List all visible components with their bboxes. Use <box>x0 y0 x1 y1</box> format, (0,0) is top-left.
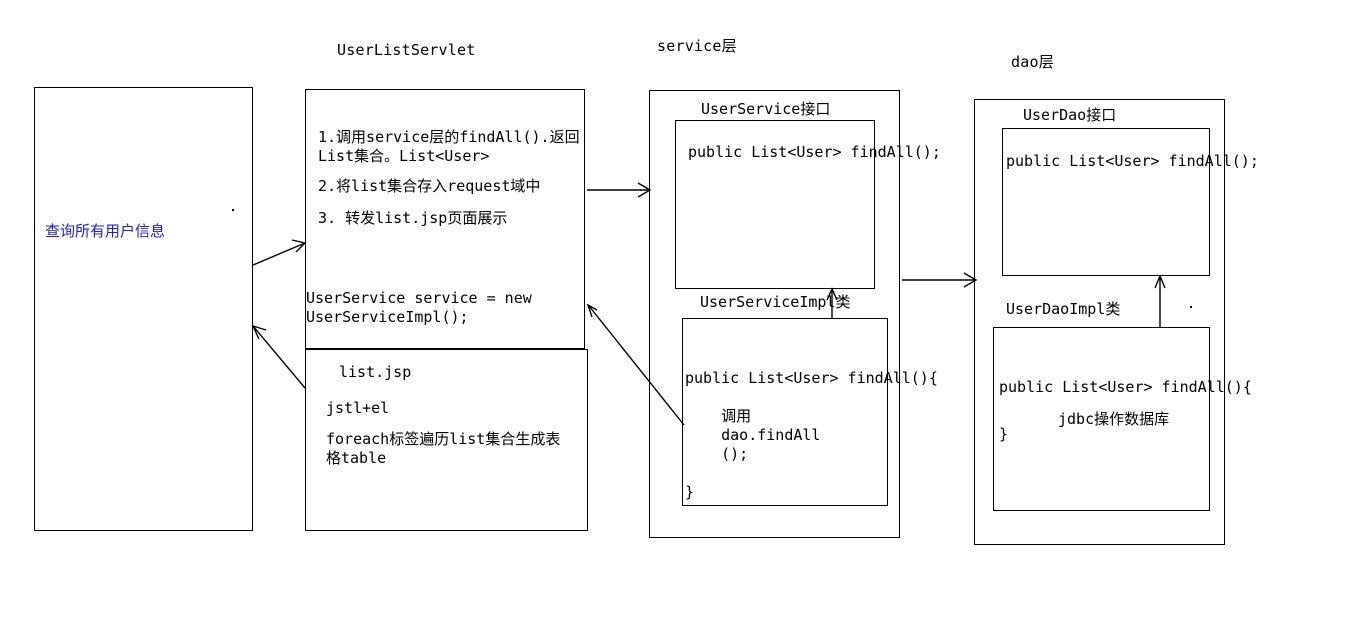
servlet-step-2: 2.将list集合存入request域中 <box>318 177 541 195</box>
service-interface-title: UserService接口 <box>701 100 831 118</box>
service-impl-title: UserServiceImpl类 <box>700 293 851 311</box>
stray-dot-dao <box>1190 306 1192 308</box>
dao-layer-title: dao层 <box>1011 53 1054 71</box>
browser-request-label: 查询所有用户信息 <box>45 222 166 240</box>
arrow-servlet-to-service <box>587 182 652 198</box>
jsp-box <box>305 349 588 531</box>
dao-impl-code-head: public List<User> findAll(){ <box>999 378 1252 396</box>
dao-interface-code: public List<User> findAll(); <box>1006 152 1259 170</box>
dao-interface-box <box>1002 128 1210 276</box>
jsp-tech: jstl+el <box>326 399 390 417</box>
stray-dot-browser <box>232 209 234 211</box>
browser-request-box <box>34 87 253 531</box>
service-interface-code: public List<User> findAll(); <box>688 143 941 161</box>
servlet-logic-box <box>305 89 585 349</box>
dao-impl-code-body: jdbc操作数据库 <box>1058 410 1170 428</box>
service-interface-box <box>675 120 875 289</box>
service-layer-title: service层 <box>657 37 737 55</box>
servlet-step-1: 1.调用service层的findAll().返回 List集合。List<Us… <box>318 128 580 165</box>
dao-impl-code-tail: } <box>999 425 1009 443</box>
arrow-service-to-dao <box>902 272 978 288</box>
service-impl-code: public List<User> findAll(){ 调用 dao.find… <box>685 369 938 501</box>
servlet-service-declaration: UserService service = new UserServiceImp… <box>306 289 532 326</box>
jsp-filename: list.jsp <box>339 363 412 381</box>
arrow-jsp-to-browser <box>251 324 306 389</box>
servlet-layer-title: UserListServlet <box>337 41 476 59</box>
dao-impl-box <box>993 327 1210 511</box>
servlet-step-3: 3. 转发list.jsp页面展示 <box>318 209 508 227</box>
arrow-browser-to-servlet <box>252 239 307 266</box>
dao-interface-title: UserDao接口 <box>1023 106 1117 124</box>
jsp-description: foreach标签遍历list集合生成表 格table <box>326 430 561 467</box>
dao-layer-box <box>974 99 1225 545</box>
dao-impl-title: UserDaoImpl类 <box>1006 300 1121 318</box>
